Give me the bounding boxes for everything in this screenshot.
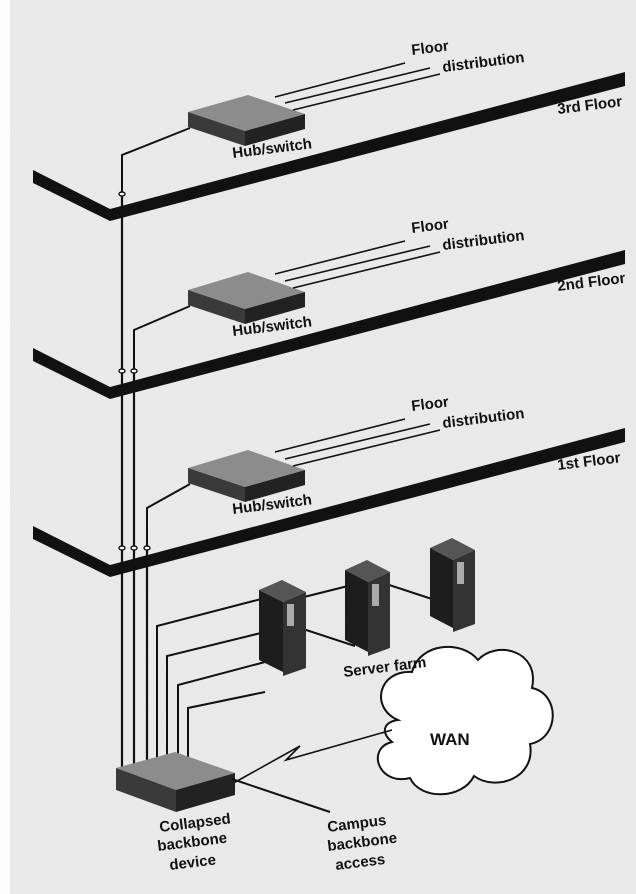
floor-dist-2-label-1: Floor [410,216,449,237]
server-2-front [345,570,368,652]
hub-switch-3 [188,95,305,146]
backbone-device-side [176,773,235,812]
collapsed-label-3: device [168,851,216,874]
hub-switch-1 [188,450,305,502]
campus-label-3: access [334,851,386,874]
hub-1-side [245,470,305,502]
hub-2-front [188,290,245,324]
floor-dist-1-label-1: Floor [410,394,449,415]
floor-1-slab-left [33,526,110,577]
server-3-panel [457,562,464,584]
backbone-risers [120,192,149,768]
backbone-device-front [116,768,176,812]
floor-1-distribution-lines [274,418,441,467]
floor-1-slab [110,428,625,577]
hub-3-uplink [121,127,191,192]
server-3 [430,538,475,632]
server-3-top [430,538,475,560]
floor-3-distribution-lines [274,62,441,111]
server-2-panel [372,584,379,606]
collapsed-backbone-device [116,752,235,812]
floor-1 [33,428,625,577]
hub-1-front [188,468,245,502]
wan-cloud [376,645,554,796]
server-3-front [430,548,453,628]
server-links [156,581,436,768]
riser-ports [118,191,151,551]
backbone-device-top [116,752,235,790]
hub-3-top [188,95,305,131]
hub-1-uplink [146,483,191,546]
hub-3-front [188,112,245,146]
floor-3-slab [110,72,625,221]
server-2 [345,560,390,656]
hub-3-side [245,114,305,146]
floor-2-slab [110,250,625,399]
floor-2 [33,250,625,399]
paper-texture [10,0,636,894]
wan-label: WAN [430,730,470,749]
hub-switch-2 [188,272,305,324]
hub-2-side [245,292,305,324]
floor-2-slab-left [33,348,110,399]
floor-2-distribution-lines [274,240,441,289]
floor-3 [33,72,625,221]
floor-3-slab-left [33,170,110,221]
server-1-front [259,590,283,672]
server-1-panel [287,604,294,626]
wan-link [229,729,393,786]
campus-backbone-link [231,778,331,813]
floor-dist-3-label-1: Floor [410,38,449,59]
server-2-top [345,560,390,582]
server-1 [259,580,306,676]
server-1-side [283,592,306,676]
hub-2-uplink [133,305,191,369]
server-1-top [259,580,306,602]
